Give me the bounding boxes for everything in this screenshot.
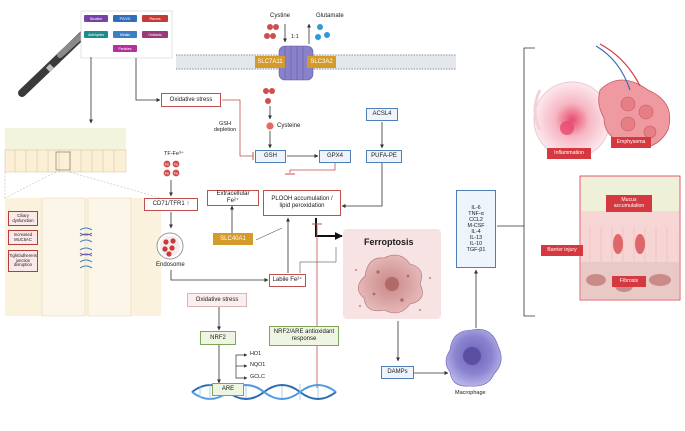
vape-tag-flavors: Flavors <box>142 15 168 22</box>
labile-fe-to-ferroptosis-arrow <box>299 247 337 273</box>
plooh-to-slc40a1-arrow <box>255 227 283 241</box>
acsl4-box: ACSL4 <box>366 108 398 121</box>
gpx4-box: GPX4 <box>319 150 351 163</box>
damps-box: DAMPs <box>381 366 414 379</box>
barrier-injury-label: Barrier injury <box>541 245 583 256</box>
tf-fe-complex-icon <box>163 160 180 177</box>
nrf2-are-box: NRF2/ARE antioxidant response <box>269 326 339 346</box>
slc40a1-box: SLC40A1 <box>213 233 253 245</box>
gpx4-inhibits-plooh-line <box>289 163 336 173</box>
airway-epithelium-illustration <box>4 128 161 199</box>
ferroptosis-title: Ferroptosis <box>364 237 414 247</box>
gene-nqo1-label: NQO1 <box>250 362 266 368</box>
tf-fe-label: TF-Fe³⁺ <box>164 151 184 157</box>
cytokine-item: IL-4 <box>471 229 481 235</box>
alveoli-inflammation-illustration <box>533 81 611 159</box>
ratio-label: 1:1 <box>291 34 299 40</box>
glutamate-molecules-icon <box>315 24 330 40</box>
extracellular-fe-box: Extracellular Fe²⁺ <box>207 190 259 206</box>
note-ciliary-dysfunction: Ciliary dysfunction <box>8 211 38 226</box>
fe-atom-label: Fe <box>165 171 169 175</box>
cytokine-item: CCL2 <box>469 217 483 223</box>
mucus-accumulation-label: Mucus accumulation <box>606 195 652 212</box>
cytokine-item: IL-6 <box>471 205 481 211</box>
endosome-label: Endosome <box>156 262 185 268</box>
gene-ho1-label: HO1 <box>250 351 262 357</box>
cytokine-item: M-CSF <box>467 223 485 229</box>
vape-tag-aldehydes: Aldehydes <box>84 31 108 38</box>
fe-atom-label: Fe <box>174 162 178 166</box>
emphysema-lung-illustration <box>595 43 671 148</box>
cysteine-label: Cysteine <box>277 123 301 129</box>
oxidative-stress-inhibits-gsh-line <box>222 99 253 157</box>
vape-tag-particles: Particles <box>113 45 137 52</box>
cystine-label: Cystine <box>270 13 291 19</box>
cytokine-item: TGF-β1 <box>466 247 486 253</box>
fibrosis-label: Fibrosis <box>612 276 646 287</box>
slc7a11-box: SLC7A11 <box>255 56 285 68</box>
emphysema-label: Emphysema <box>611 137 651 148</box>
ferroptotic-cell-icon <box>354 254 432 314</box>
plooh-box: PLOOH accumulation / lipid peroxidation <box>263 190 341 216</box>
pufa-to-plooh-arrow <box>341 163 383 208</box>
nrf2-box: NRF2 <box>200 331 236 345</box>
vape-tag-nicotine: Nicotine <box>84 15 108 22</box>
macrophage-icon <box>445 329 502 387</box>
are-gene-arrow-3 <box>235 374 248 380</box>
oxidative-stress-bottom-box: Oxidative stress <box>187 293 247 307</box>
glutamate-label: Glutamate <box>316 13 344 19</box>
note-muc5ac: Increased MUC5AC <box>8 230 38 245</box>
cytokine-box: IL-6 TNF-α CCL2 M-CSF IL-4 IL-13 IL-10 T… <box>456 190 496 268</box>
note-junction-disruption: Tight/adherens junction disruption <box>8 250 38 272</box>
inflammation-label: Inflammation <box>547 148 591 159</box>
are-gene-arrow-1 <box>235 353 248 374</box>
endosome-icon <box>156 232 184 260</box>
oxidative-stress-top-box: Oxidative stress <box>161 93 221 107</box>
gsh-depletion-label: GSH depletion <box>213 121 237 134</box>
vape-to-oxidative-stress-arrow <box>135 58 161 102</box>
cytokine-item: IL-13 <box>469 235 483 241</box>
cd71-box: CD71/TFR1 ↑ <box>144 198 198 211</box>
labile-fe-box: Labile Fe²⁺ <box>269 274 306 287</box>
fe-atom-label: Fe <box>165 162 169 166</box>
plooh-to-ferroptosis-arrow <box>315 218 343 240</box>
slc3a2-box: SLC3A2 <box>307 56 336 68</box>
pufa-pe-box: PUFA-PE <box>366 150 402 163</box>
endosome-to-labile-fe-arrow <box>170 270 269 282</box>
gene-gclc-label: GCLC <box>250 374 265 380</box>
gsh-box: GSH <box>255 150 286 163</box>
vape-tag-oxidants: Oxidants <box>142 31 168 38</box>
outcomes-bracket <box>523 47 535 317</box>
fe-atom-label: Fe <box>174 171 178 175</box>
vape-tag-metals: Metals <box>113 31 137 38</box>
cystine-molecules-icon <box>263 24 279 130</box>
vape-tag-pgvg: PG/VG <box>113 15 137 22</box>
are-box: ARE <box>212 383 244 396</box>
cytokine-item: IL-10 <box>469 241 483 247</box>
cytokine-item: TNF-α <box>468 211 484 217</box>
macrophage-label: Macrophage <box>455 390 486 396</box>
